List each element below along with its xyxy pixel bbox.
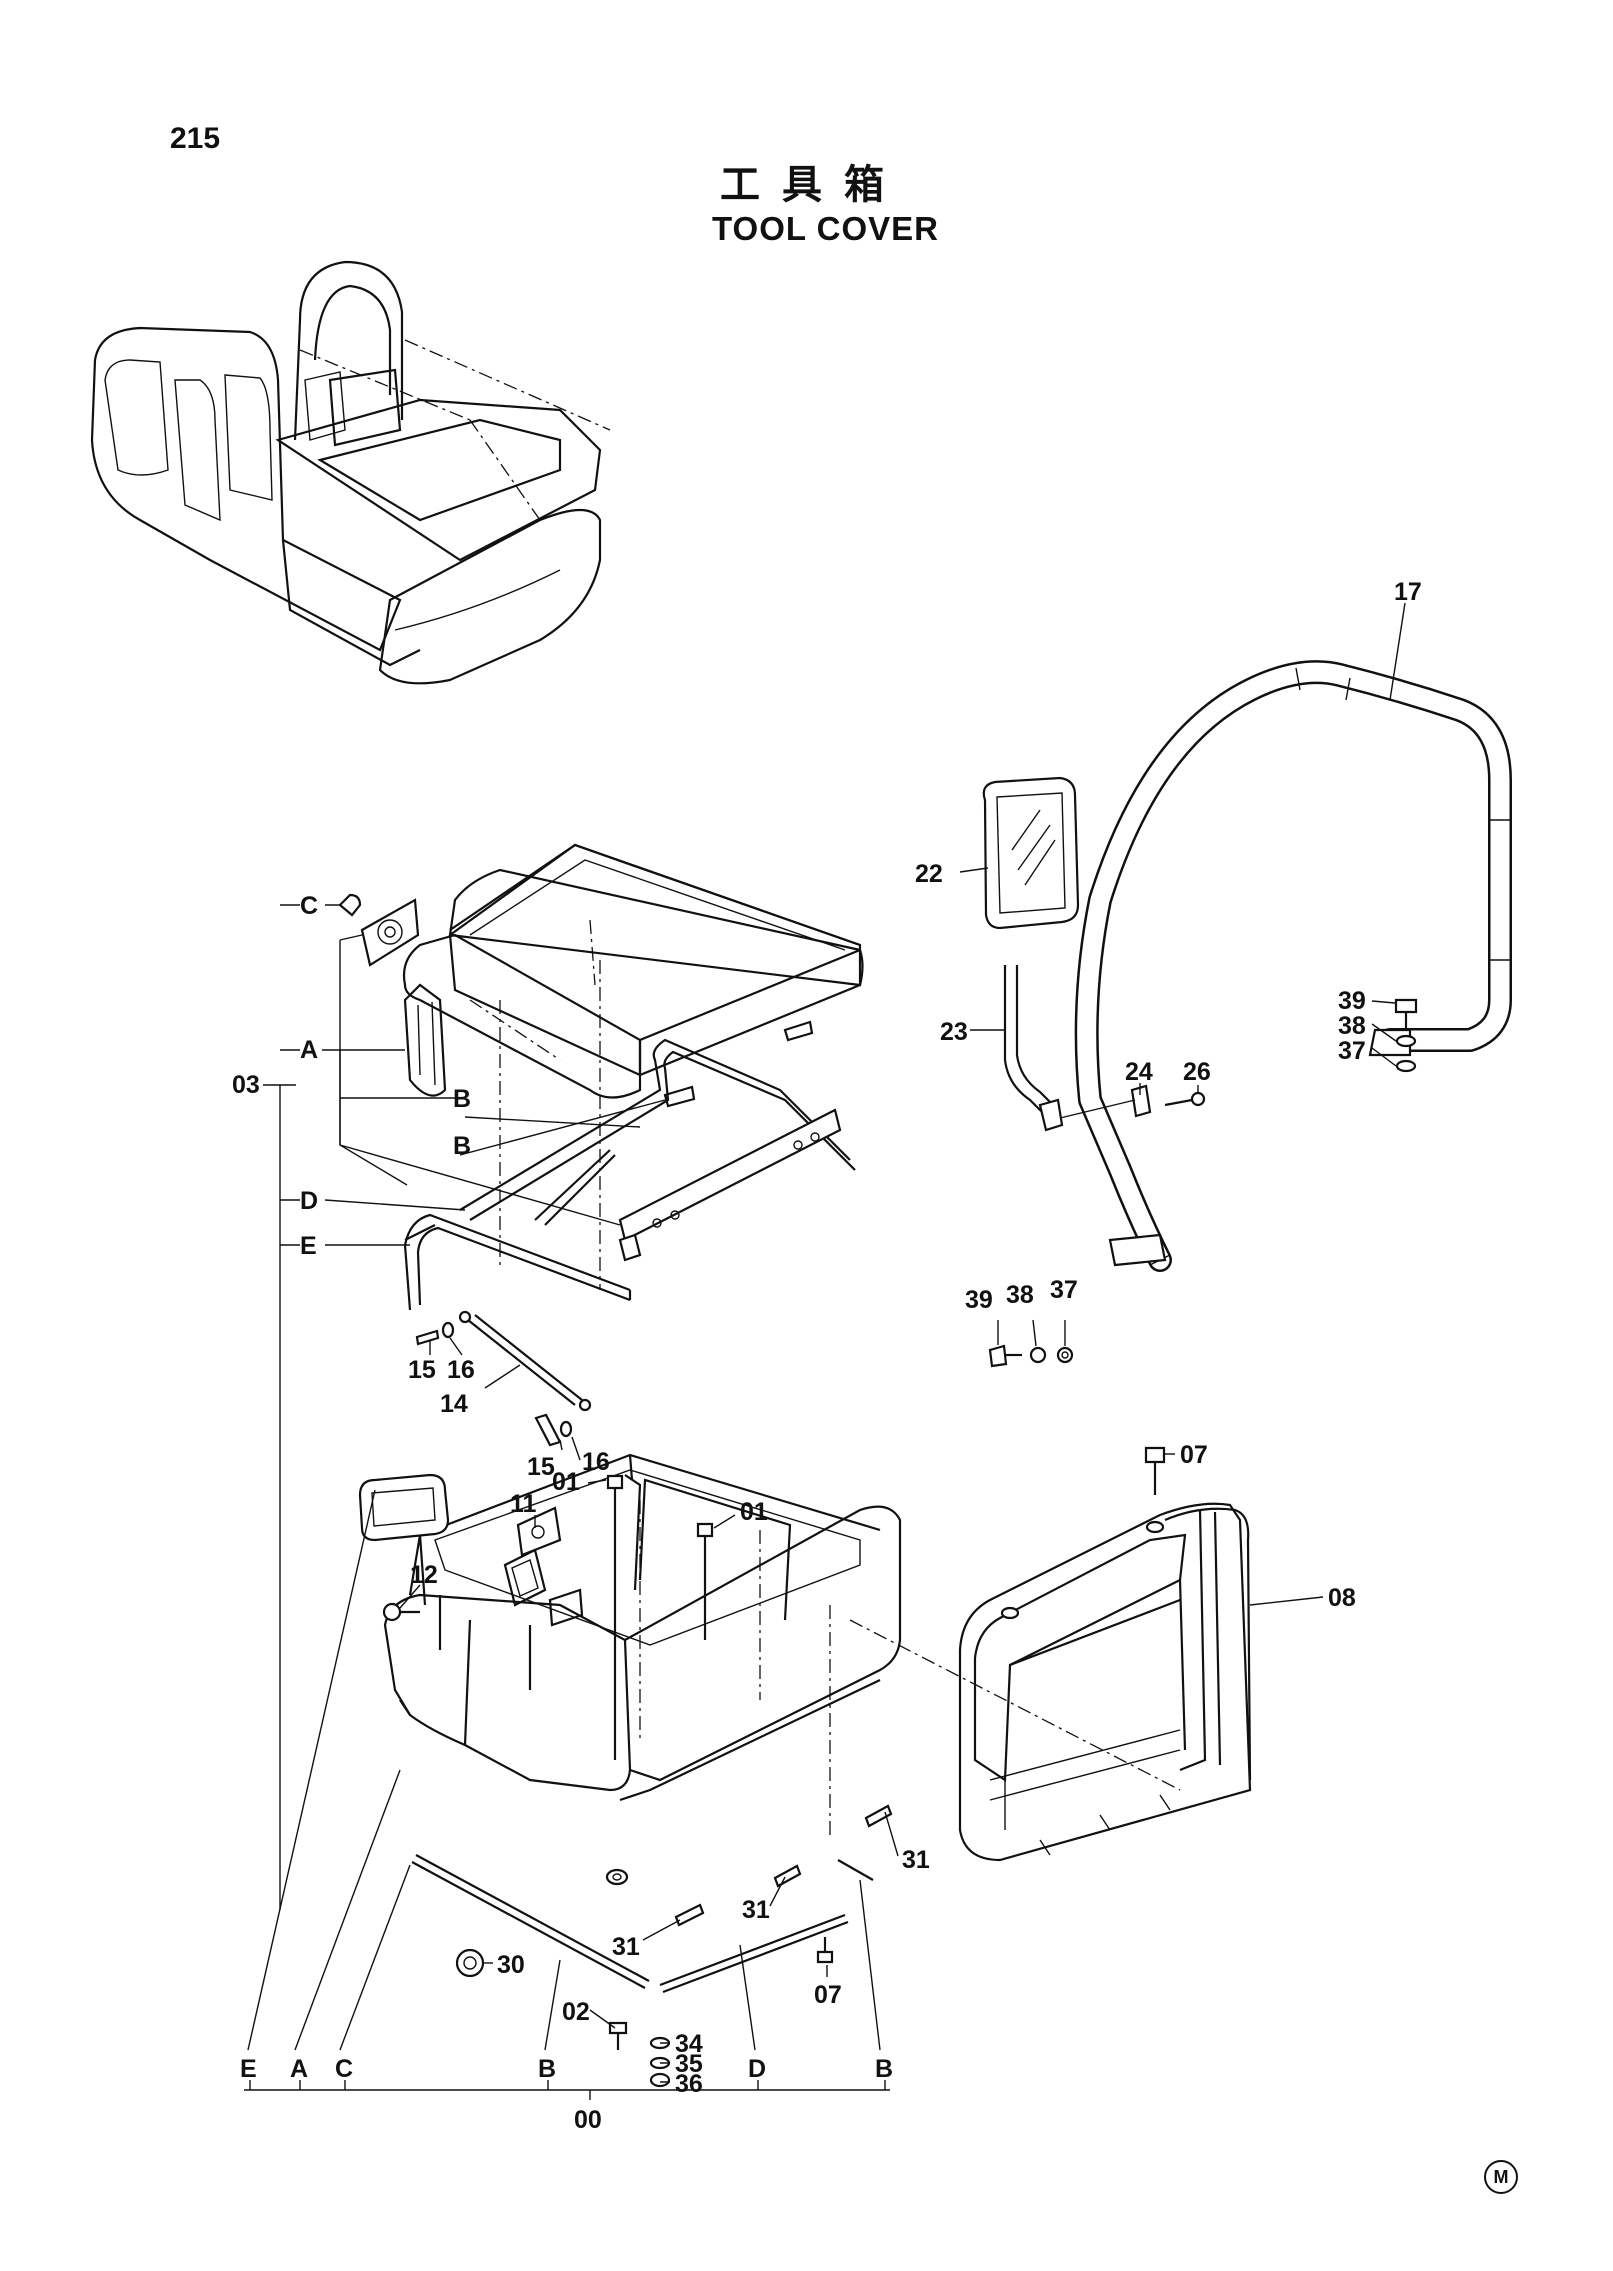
callout-e-bottom: E — [240, 2055, 257, 2083]
tool-box-body — [383, 1453, 1181, 1886]
callout-26: 26 — [1183, 1058, 1211, 1086]
callout-01-left: 01 — [552, 1468, 580, 1496]
callout-03: 03 — [232, 1071, 260, 1099]
corner-mark-badge: M — [1484, 2160, 1518, 2194]
spacer-parts-31 — [674, 1804, 893, 1927]
tool-box-lid-assembly-03 — [402, 843, 864, 1290]
callout-07-lower: 07 — [814, 1981, 842, 2009]
callout-07-upper: 07 — [1180, 1441, 1208, 1469]
callout-01-right: 01 — [740, 1498, 768, 1526]
window-gasket-part — [358, 1473, 450, 1542]
callout-31-left: 31 — [612, 1933, 640, 1961]
title-english: TOOL COVER — [712, 210, 939, 247]
bolt-washer-set-upper-right — [1394, 998, 1418, 1073]
callout-38-lower: 38 — [1006, 1281, 1034, 1309]
callout-b-upper: B — [453, 1085, 471, 1113]
callout-a-bottom: A — [290, 2055, 308, 2083]
callout-08: 08 — [1328, 1584, 1356, 1612]
mount-hardware-02-34-35-36 — [608, 2021, 671, 2088]
mirror-part-22 — [982, 776, 1080, 930]
callout-23: 23 — [940, 1018, 968, 1046]
callout-11: 11 — [510, 1490, 537, 1518]
callout-31-middle: 31 — [742, 1896, 770, 1924]
bolt-part-26 — [1164, 1091, 1206, 1107]
side-cover-part-08 — [958, 1502, 1252, 1862]
callout-35: 35 — [675, 2050, 703, 2078]
title-japanese: 工具箱 — [720, 162, 906, 208]
callout-36: 36 — [675, 2070, 703, 2098]
callout-a-lid: A — [300, 1036, 318, 1064]
callout-15-lower: 15 — [527, 1453, 555, 1481]
callout-38-upper: 38 — [1338, 1012, 1366, 1040]
bolt-part-12 — [382, 1602, 420, 1622]
excavator-overview-illustration — [90, 260, 611, 685]
mirror-stay-part-23 — [1003, 965, 1064, 1132]
callout-c-lid: C — [300, 892, 318, 920]
leader-lines — [244, 602, 1406, 2100]
lock-plate-part-a — [360, 898, 420, 967]
callout-e-lid: E — [300, 1232, 317, 1260]
hinge-rail-part — [618, 1108, 842, 1262]
callout-34: 34 — [675, 2030, 703, 2058]
bolt-part-07-upper — [1144, 1446, 1166, 1495]
callout-16-lower: 16 — [582, 1448, 610, 1476]
bracket-part-24 — [1059, 1084, 1152, 1119]
callout-labels: 17 22 23 24 26 39 38 37 39 38 37 03 A B … — [232, 578, 1422, 2134]
callout-b-bottom-left: B — [538, 2055, 556, 2083]
callout-b-lower: B — [453, 1132, 471, 1160]
callout-b-bottom-right: B — [875, 2055, 893, 2083]
callout-00: 00 — [574, 2106, 602, 2134]
latch-part-11 — [516, 1506, 562, 1557]
bolt-part-07-lower — [816, 1937, 834, 1964]
bolt-washer-set-lower — [988, 1344, 1074, 1368]
callout-02: 02 — [562, 1998, 590, 2026]
callout-d-bottom: D — [748, 2055, 766, 2083]
bolt-parts-01 — [606, 1474, 714, 1760]
pin-parts-15-16 — [415, 1321, 573, 1447]
callout-37-lower: 37 — [1050, 1276, 1078, 1304]
gas-spring-part-14 — [458, 1310, 592, 1412]
base-seal-strips — [411, 1854, 874, 1994]
weather-strip-part-e — [403, 1213, 632, 1311]
callout-16-upper: 16 — [447, 1356, 475, 1384]
callout-31-right: 31 — [902, 1846, 930, 1874]
callout-15-upper: 15 — [408, 1356, 436, 1384]
callout-c-bottom: C — [335, 2055, 353, 2083]
seal-c-part — [338, 893, 362, 917]
callout-17: 17 — [1394, 578, 1422, 606]
callout-30: 30 — [497, 1951, 525, 1979]
drain-plug-part-30 — [455, 1948, 485, 1978]
callout-12: 12 — [410, 1561, 438, 1589]
callout-24: 24 — [1125, 1058, 1153, 1086]
pad-parts-b — [534, 1020, 814, 1226]
seal-strip-part-d — [459, 1038, 856, 1221]
callout-37-upper: 37 — [1338, 1037, 1366, 1065]
callout-d-lid: D — [300, 1187, 318, 1215]
callout-14: 14 — [440, 1390, 468, 1418]
handrail-part-17 — [1074, 660, 1512, 1272]
callout-22: 22 — [915, 860, 943, 888]
callout-39-lower: 39 — [965, 1286, 993, 1314]
page-number: 215 — [170, 122, 221, 155]
callout-39-upper: 39 — [1338, 987, 1366, 1015]
